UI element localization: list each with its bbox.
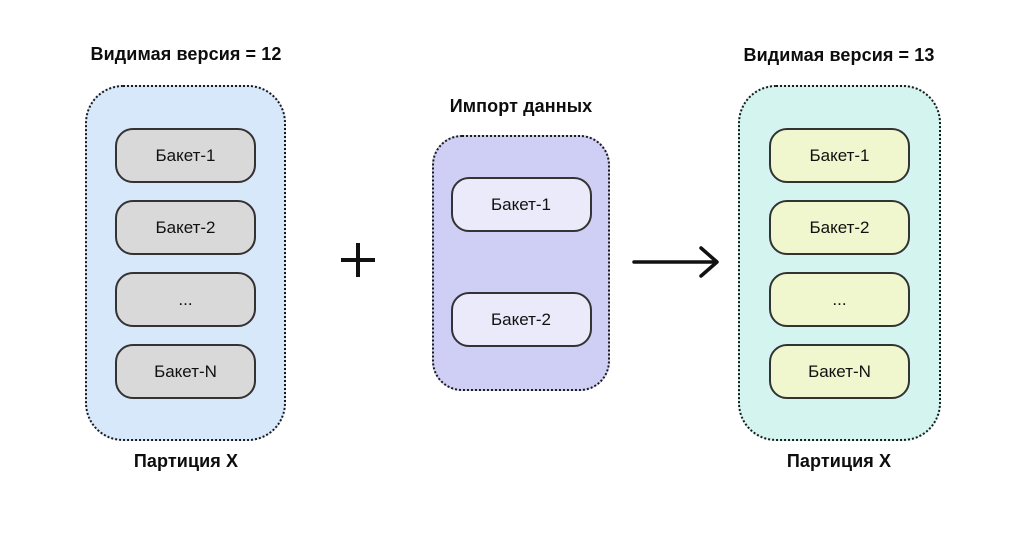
left-panel-caption: Партиция X	[133, 451, 239, 471]
bucket: Бакет-2	[769, 200, 910, 255]
bucket-ellipsis: ...	[115, 272, 256, 327]
left-panel-title: Видимая версия = 12	[90, 44, 282, 64]
partition-version-12-container: Бакет-1 Бакет-2 ... Бакет-N	[85, 85, 286, 441]
bucket-ellipsis: ...	[769, 272, 910, 327]
import-panel-title: Импорт данных	[449, 96, 593, 116]
plus-icon	[341, 243, 375, 277]
right-panel-title: Видимая версия = 13	[743, 45, 935, 65]
bucket: Бакет-1	[450, 177, 592, 232]
import-data-container: Бакет-1 Бакет-2	[432, 135, 610, 391]
bucket: Бакет-2	[450, 292, 592, 347]
arrow-right-icon	[632, 246, 719, 278]
bucket: Бакет-2	[115, 200, 256, 255]
bucket: Бакет-N	[769, 344, 910, 399]
partition-version-13-container: Бакет-1 Бакет-2 ... Бакет-N	[738, 85, 941, 441]
bucket: Бакет-1	[769, 128, 910, 183]
right-panel-caption: Партиция X	[786, 451, 892, 471]
bucket: Бакет-1	[115, 128, 256, 183]
bucket: Бакет-N	[115, 344, 256, 399]
